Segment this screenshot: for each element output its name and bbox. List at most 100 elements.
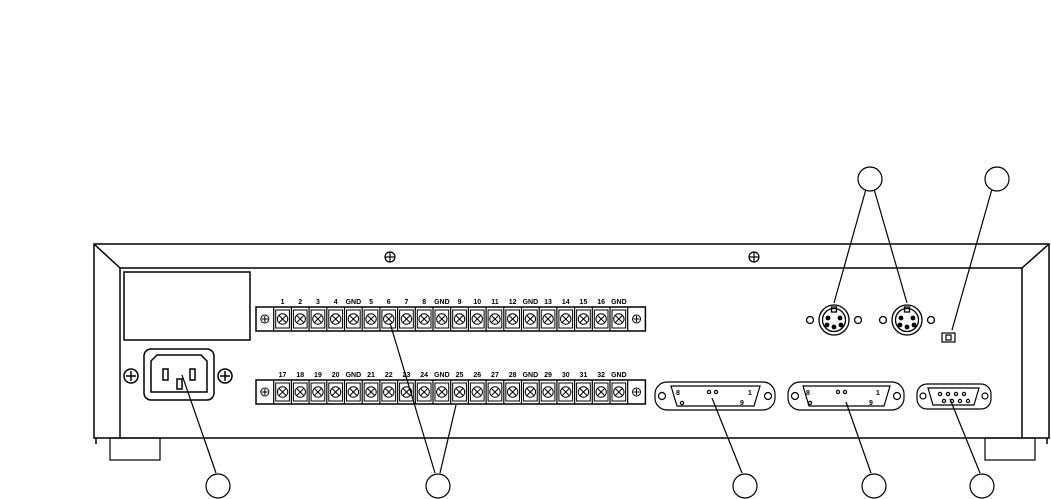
chassis <box>93 243 1050 461</box>
top-terminal-label: 13 <box>544 299 552 306</box>
bottom-terminal-label: GND <box>523 372 539 379</box>
top-terminal-terminal <box>416 309 432 329</box>
top-terminal-label: 9 <box>458 299 462 306</box>
bottom-terminal-label: 27 <box>491 372 499 379</box>
bottom-terminal-terminal <box>275 382 290 402</box>
top-terminal-terminal <box>487 309 503 329</box>
top-terminal-label: GND <box>611 299 627 306</box>
top-terminal-terminal <box>540 309 556 329</box>
bottom-terminal-terminal <box>292 382 308 402</box>
foot-right <box>984 437 1036 461</box>
top-terminal-terminal <box>381 309 397 329</box>
top-terminal-label: 12 <box>509 299 517 306</box>
top-terminal-label: 11 <box>491 299 499 306</box>
foot-left <box>109 437 161 461</box>
bottom-terminal-end-screw-1 <box>260 387 270 397</box>
power-inlet-screw-right <box>217 368 233 384</box>
top-terminal-label: 1 <box>281 299 285 306</box>
leader-power <box>181 374 217 474</box>
panel-screw-1 <box>384 251 396 263</box>
bottom-terminal-label: 21 <box>367 372 375 379</box>
top-terminal-terminal <box>593 309 609 329</box>
chassis-bevel-left <box>93 243 121 269</box>
callout-balloon-din <box>857 166 883 192</box>
leader-din-right <box>873 188 908 304</box>
top-terminal-end-screw-1 <box>260 314 270 324</box>
bottom-terminal-label: GND <box>434 372 450 379</box>
bottom-terminal-label: 17 <box>279 372 287 379</box>
top-terminal-label: 14 <box>562 299 570 306</box>
chassis-bevel-right <box>1021 243 1050 269</box>
bottom-terminal-terminal <box>505 382 520 402</box>
bottom-terminal-label: 23 <box>403 372 411 379</box>
callout-balloon-switch <box>984 166 1010 192</box>
callout-leaders <box>181 188 993 474</box>
bottom-terminal-label: GND <box>346 372 362 379</box>
bottom-terminal-label: 22 <box>385 372 393 379</box>
din-connector-left <box>805 304 863 336</box>
bottom-terminal-terminal <box>434 382 450 402</box>
bottom-terminal-label: 32 <box>597 372 605 379</box>
callout-balloon-db25-1 <box>732 473 758 499</box>
power-inlet-screw-left <box>123 368 139 384</box>
bottom-terminal-label: GND <box>611 372 627 379</box>
db25-1-pin-right: 1 <box>748 390 752 397</box>
top-terminal-terminal <box>328 309 343 329</box>
chassis-outline <box>93 243 1050 439</box>
top-terminal-label: GND <box>523 299 539 306</box>
bottom-terminal-label: 28 <box>509 372 517 379</box>
bottom-terminal-label: 18 <box>296 372 304 379</box>
small-switch <box>941 332 956 343</box>
top-terminal-end-screw-2 <box>632 314 642 324</box>
top-terminal-label: GND <box>434 299 450 306</box>
din-connector-right <box>878 304 936 336</box>
bottom-terminal-terminal <box>328 382 343 402</box>
bottom-terminal-label: 20 <box>332 372 340 379</box>
top-terminal-label: 7 <box>404 299 408 306</box>
top-terminal-terminal <box>292 309 308 329</box>
top-terminal-label: 6 <box>387 299 391 306</box>
bottom-terminal-terminal <box>611 382 627 402</box>
bottom-terminal-terminal <box>558 382 574 402</box>
top-terminal-label: 15 <box>580 299 588 306</box>
db25-connector-2: 8 1 9 <box>787 381 905 411</box>
bottom-terminal-label: 31 <box>580 372 588 379</box>
db25-connector-1: 8 1 9 <box>654 381 776 411</box>
top-terminal-label: 4 <box>334 299 338 306</box>
bottom-terminal-label: 26 <box>473 372 481 379</box>
top-terminal-label: 16 <box>597 299 605 306</box>
bottom-terminal-label: 25 <box>456 372 464 379</box>
bottom-terminal-terminal <box>416 382 432 402</box>
bottom-terminal-terminal <box>381 382 397 402</box>
top-terminal-label: 2 <box>298 299 302 306</box>
bottom-terminal-terminal <box>363 382 379 402</box>
bottom-terminal-terminal <box>523 382 538 402</box>
bottom-terminal-label: 29 <box>544 372 552 379</box>
bottom-terminal-terminal <box>487 382 503 402</box>
callout-balloon-power <box>205 473 231 499</box>
callout-balloon-terminals <box>425 473 451 499</box>
callout-balloon-db9 <box>969 473 995 499</box>
top-terminal-label: 3 <box>316 299 320 306</box>
leader-din-left <box>833 188 867 304</box>
bottom-terminal-terminal <box>399 382 414 402</box>
top-terminal-terminal <box>399 309 414 329</box>
top-terminal-terminal <box>576 309 591 329</box>
callout-balloon-db25-2 <box>861 473 887 499</box>
db25-2-pin-left: 8 <box>806 390 810 397</box>
bottom-terminal-end-screw-2 <box>632 387 642 397</box>
top-terminal-terminal <box>363 309 379 329</box>
top-terminal-terminal <box>558 309 574 329</box>
bottom-terminal-terminal <box>593 382 609 402</box>
top-terminal-label: 8 <box>422 299 426 306</box>
bottom-terminal-terminal <box>540 382 556 402</box>
bottom-terminal-terminal <box>576 382 591 402</box>
leader-db9 <box>949 398 981 474</box>
bottom-terminal-terminal <box>469 382 485 402</box>
db25-1-pin-left: 8 <box>676 390 680 397</box>
leader-db25-2 <box>845 401 872 474</box>
top-terminal-terminal <box>434 309 450 329</box>
